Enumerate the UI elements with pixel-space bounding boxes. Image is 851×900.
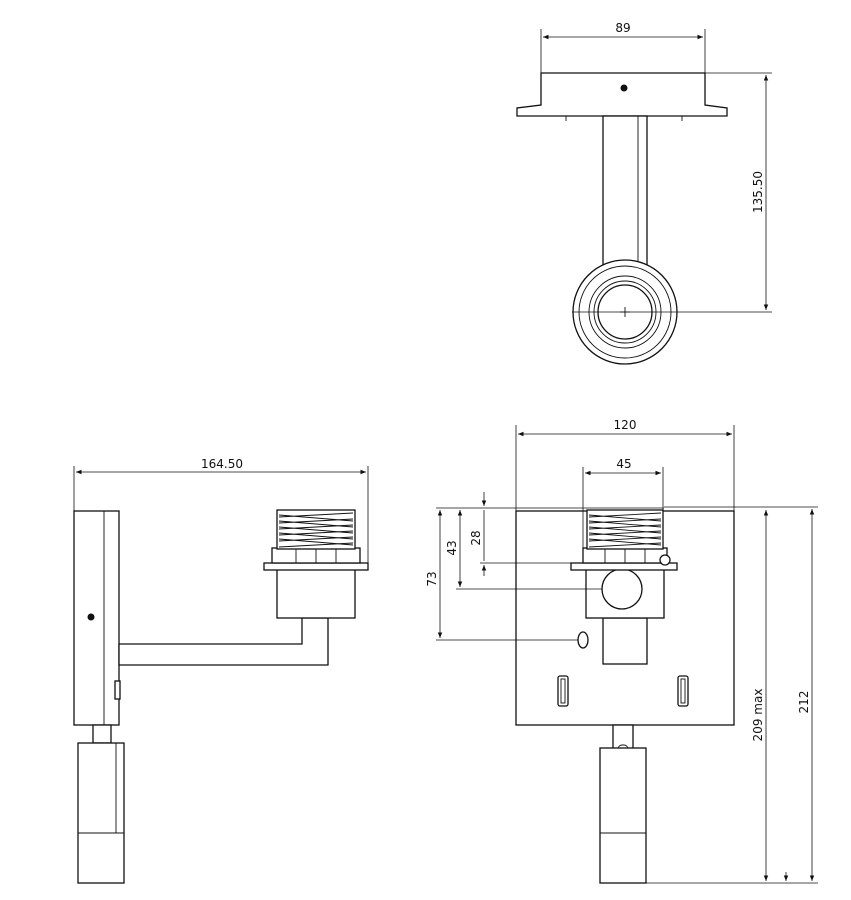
dim-top-height: 135.50 xyxy=(751,171,765,213)
dim-front-width: 120 xyxy=(614,418,637,432)
dim-209-max: 209 max xyxy=(751,689,765,742)
dim-212: 212 xyxy=(797,691,811,714)
dim-side-width: 164.50 xyxy=(201,457,243,471)
dim-43: 43 xyxy=(445,540,459,555)
top-view: 89 135.50 xyxy=(516,21,772,365)
dim-73: 73 xyxy=(425,571,439,586)
dim-socket-width: 45 xyxy=(616,457,631,471)
dim-28: 28 xyxy=(469,530,483,545)
dim-top-width: 89 xyxy=(615,21,630,35)
side-view: 164.50 xyxy=(73,457,369,884)
front-view: 120 45 73 43 28 209 max 212 xyxy=(425,418,818,884)
